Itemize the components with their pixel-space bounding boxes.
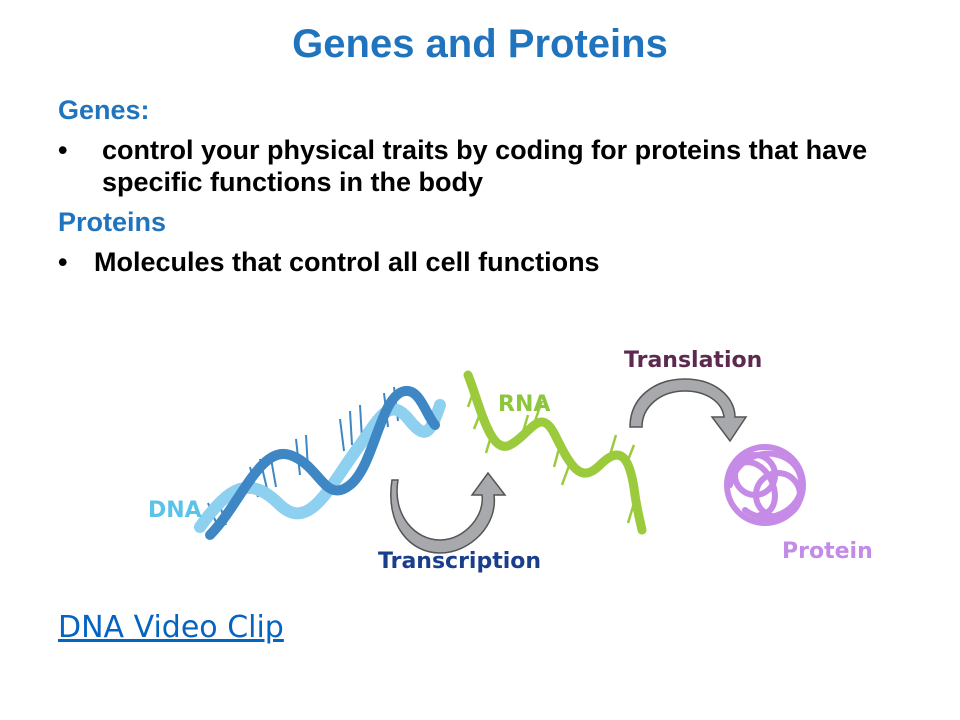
dna-label: DNA <box>148 498 202 523</box>
transcription-arrow <box>390 471 507 554</box>
genes-heading: Genes: <box>58 95 150 125</box>
proteins-bullet: • Molecules that control all cell functi… <box>58 246 918 278</box>
rna-strand <box>463 370 647 535</box>
gene-expression-diagram: DNA Transcription RNA Translation Protei… <box>148 348 873 574</box>
proteins-heading: Proteins <box>58 207 167 237</box>
slide-title: Genes and Proteins <box>292 22 668 66</box>
rna-label: RNA <box>498 392 550 417</box>
translation-arrow <box>629 378 748 443</box>
proteins-bullet-text: Molecules that control all cell function… <box>94 247 600 277</box>
bullet-dot: • <box>58 135 68 165</box>
dna-helix <box>194 386 446 540</box>
slide-content: Genes: • control your physical traits by… <box>58 94 918 286</box>
transcription-label: Transcription <box>378 549 541 574</box>
dna-strand-dark <box>205 386 440 540</box>
translation-label: Translation <box>624 348 762 373</box>
genes-bullet-text: control your physical traits by coding f… <box>102 135 868 197</box>
protein-blob <box>724 444 806 526</box>
dna-video-link[interactable]: DNA Video Clip <box>58 610 284 645</box>
protein-label: Protein <box>782 539 873 564</box>
dna-strand-light <box>194 399 446 533</box>
bullet-dot: • <box>58 247 68 277</box>
genes-bullet: • control your physical traits by coding… <box>58 134 918 198</box>
